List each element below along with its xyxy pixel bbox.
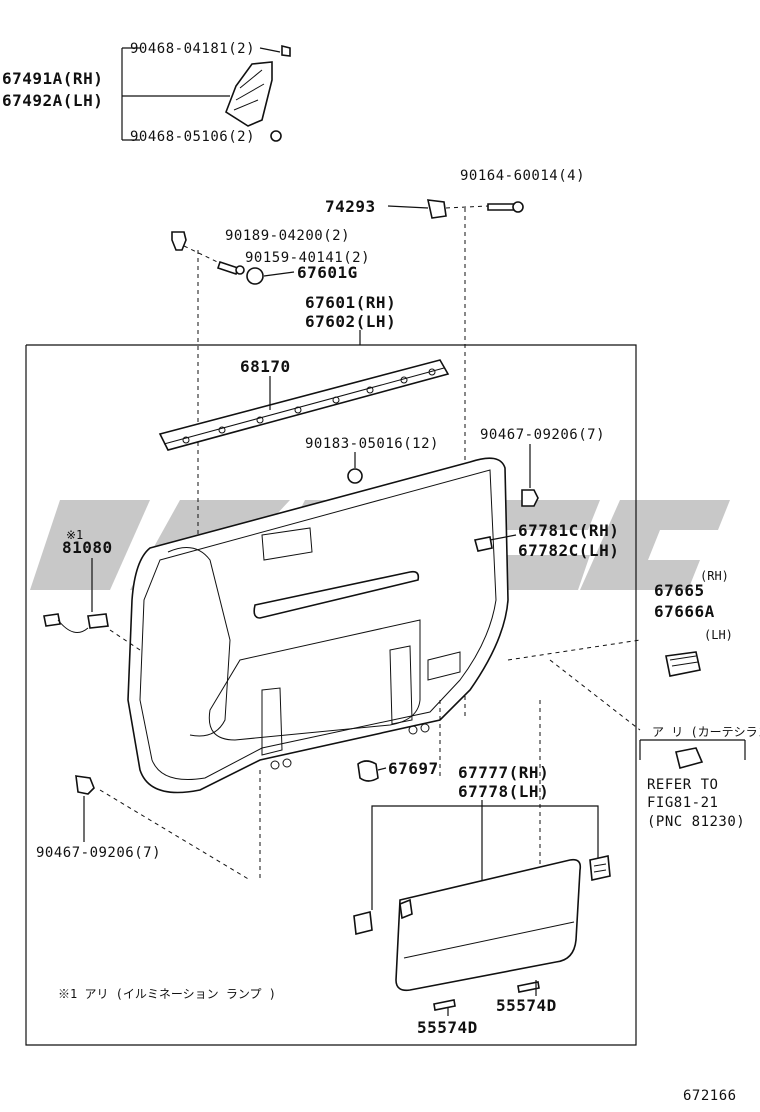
label-90468-05106: 90468-05106(2) xyxy=(130,129,255,145)
clip-90467-top xyxy=(521,444,539,507)
label-90189-04200: 90189-04200(2) xyxy=(225,228,350,244)
lower-panel-67777 xyxy=(353,800,611,992)
label-67782c: 67782C(LH) xyxy=(518,541,619,560)
main-frame xyxy=(25,330,637,1046)
curtain-lamp-note: ア リ (カーテシランプ) xyxy=(639,725,760,769)
label-68170: 68170 xyxy=(240,357,291,376)
label-refer-pnc: (PNC 81230) xyxy=(647,814,745,830)
label-55574d-a: 55574D xyxy=(496,996,557,1015)
label-55574d-b: 55574D xyxy=(417,1018,478,1037)
label-81080: 81080 xyxy=(62,538,113,557)
label-67666a-lh: (LH) xyxy=(704,628,733,642)
label-90164-60014: 90164-60014(4) xyxy=(460,168,585,184)
label-67697: 67697 xyxy=(388,759,439,778)
lamp-cover-67665 xyxy=(665,651,701,677)
label-67665-rh: (RH) xyxy=(700,569,729,583)
label-90467-09206-top: 90467-09206(7) xyxy=(480,427,605,443)
label-67777: 67777(RH) xyxy=(458,763,549,782)
label-67778: 67778(LH) xyxy=(458,782,549,801)
label-curtain-note: ア リ (カーテシランプ) xyxy=(652,725,760,739)
label-90183-05016: 90183-05016(12) xyxy=(305,436,439,452)
clip-90467-bottom xyxy=(75,775,95,842)
label-refer-to: REFER TO xyxy=(647,777,718,793)
label-67665: 67665 xyxy=(654,581,705,600)
top-trim-assembly xyxy=(121,44,291,142)
label-67491a: 67491A(RH) xyxy=(2,69,103,88)
screws-55574d xyxy=(433,980,540,1016)
footnote-illumination-lamp: ※1 アリ (イルミネーション ランプ ) xyxy=(58,987,276,1001)
label-67492a: 67492A(LH) xyxy=(2,91,103,110)
weatherstrip-68170 xyxy=(158,359,450,451)
clips-upper xyxy=(171,231,295,560)
figure-number: 672166 xyxy=(683,1088,737,1104)
clip-67697 xyxy=(357,760,387,782)
label-67781c: 67781C(RH) xyxy=(518,521,619,540)
label-67601: 67601(RH) xyxy=(305,293,396,312)
label-90468-04181: 90468-04181(2) xyxy=(130,41,255,57)
label-74293: 74293 xyxy=(325,197,376,216)
label-81080-mark: ※1 xyxy=(66,528,83,542)
clip-90183 xyxy=(347,452,363,484)
label-90467-09206-bottom: 90467-09206(7) xyxy=(36,845,161,861)
lamp-81080: ※1 xyxy=(43,528,109,633)
label-67666a: 67666A xyxy=(654,602,715,621)
label-67602: 67602(LH) xyxy=(305,312,396,331)
label-67601g: 67601G xyxy=(297,263,358,282)
label-90159-40141: 90159-40141(2) xyxy=(245,250,370,266)
label-refer-fig: FIG81-21 xyxy=(647,795,718,811)
